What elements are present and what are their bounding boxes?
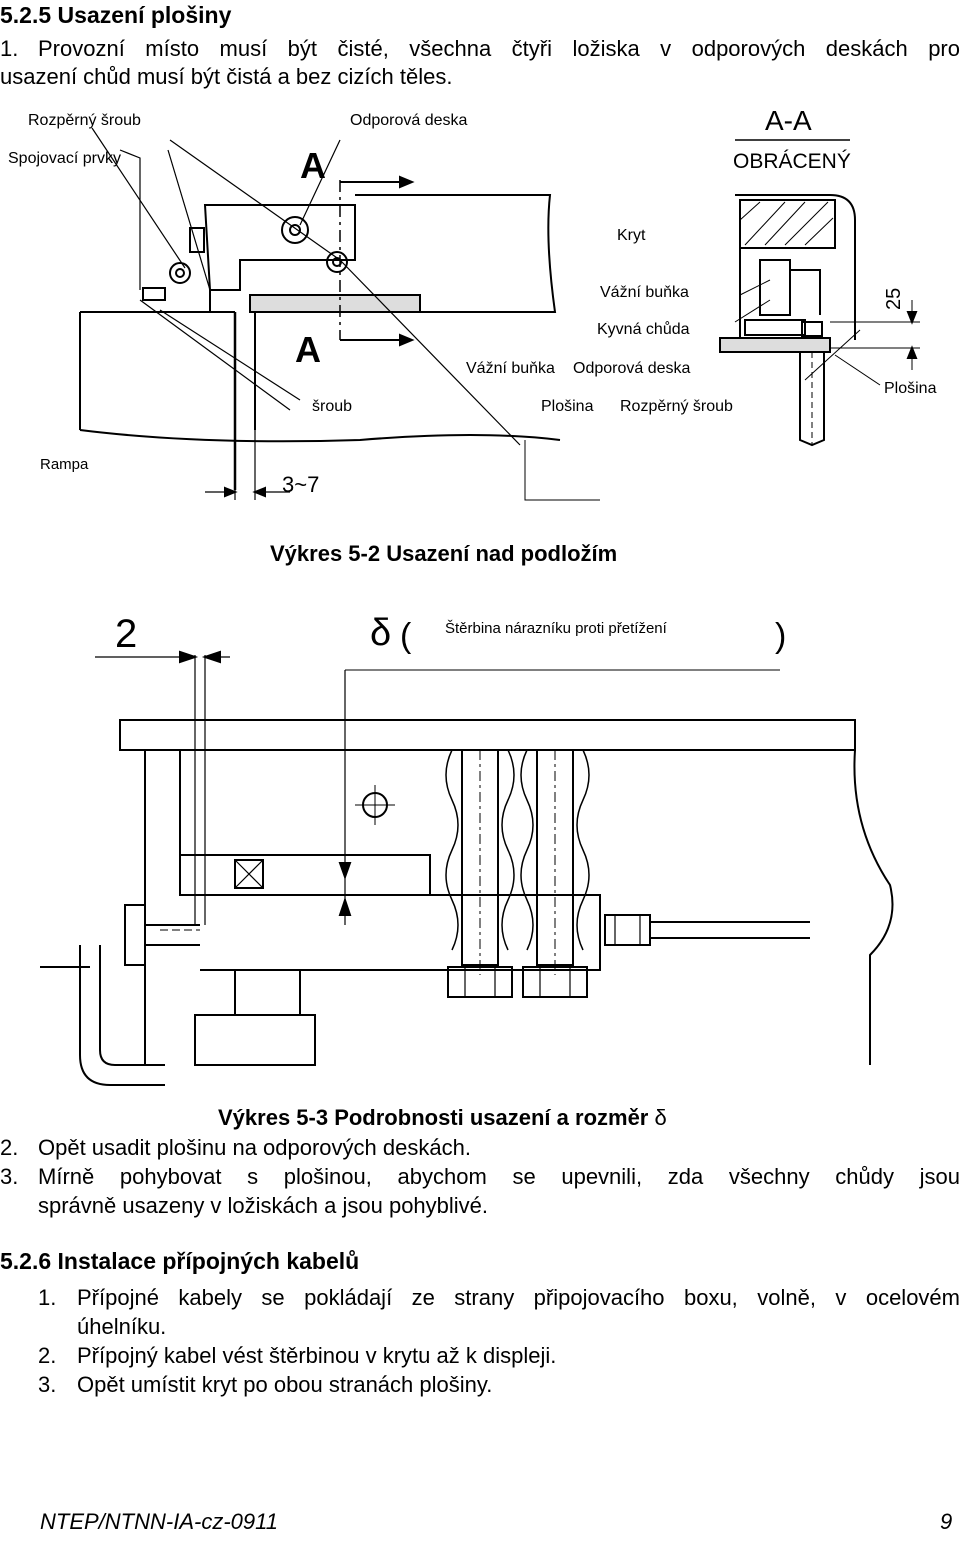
callout-label: šroub	[312, 398, 353, 415]
callout-label: Štěrbina nárazníku proti přetížení	[445, 620, 668, 637]
callout-label: Kryt	[617, 227, 646, 244]
callout-label: Vážní buňka	[600, 284, 689, 301]
figure-caption: Výkres 5-3 Podrobnosti usazení a rozměr …	[218, 1105, 667, 1131]
dimension-symbol: δ	[370, 612, 391, 654]
figure-caption-text: Výkres 5-3 Podrobnosti usazení a rozměr	[218, 1105, 655, 1130]
figure-5-3-drawing: 2 δ ( ) Štěrbina nárazníku proti přetíže…	[40, 612, 894, 1086]
list-item-text: Přípojné kabely se pokládají ze strany p…	[77, 1285, 960, 1310]
callout-label: Odporová deska	[573, 360, 691, 377]
list-item-text-continued: usazení chůd musí být čistá a bez cizích…	[0, 64, 453, 89]
list-item-text-continued: správně usazeny v ložiskách a jsou pohyb…	[38, 1193, 489, 1218]
callout-label: Rozpěrný šroub	[28, 112, 141, 129]
footer-doc-code: NTEP/NTNN-IA-cz-0911	[40, 1509, 278, 1534]
list-number: 3.	[38, 1372, 57, 1397]
list-item-text-continued: úhelníku.	[77, 1314, 167, 1339]
section-heading: 5.2.6 Instalace přípojných kabelů	[0, 1248, 360, 1274]
callout-label: Odporová deska	[350, 112, 468, 129]
dimension-label: 2	[115, 612, 137, 656]
section-marker-a: A	[295, 329, 321, 370]
callout-label: Vážní buňka	[466, 360, 555, 377]
delta-symbol: δ	[654, 1105, 667, 1130]
dimension-label: 3~7	[282, 472, 319, 497]
list-number: 2.	[38, 1343, 57, 1368]
section-view-subtitle: OBRÁCENÝ	[733, 150, 851, 173]
page-number: 9	[940, 1509, 953, 1534]
list-number: 2.	[0, 1135, 19, 1160]
figure-5-2-drawing: A A 3~7 25	[79, 127, 920, 501]
list-item-text: Opět usadit plošinu na odporových deskác…	[38, 1135, 471, 1160]
section-heading: 5.2.5 Usazení plošiny	[0, 2, 232, 28]
figure-caption: Výkres 5-2 Usazení nad podložím	[270, 541, 618, 566]
callout-label: Kyvná chůda	[597, 321, 690, 338]
section-marker-a: A	[300, 145, 326, 186]
callout-label: Rampa	[40, 456, 89, 473]
list-number: 3.	[0, 1164, 19, 1189]
list-item-text: Přípojný kabel vést štěrbinou v krytu až…	[77, 1343, 557, 1368]
list-item-text: Mírně pohybovat s plošinou, abychom se u…	[38, 1164, 960, 1189]
dimension-paren: )	[775, 617, 786, 655]
list-item-text: Provozní místo musí být čisté, všechna č…	[38, 36, 960, 61]
section-view-title: A-A	[765, 105, 812, 136]
callout-label: Rozpěrný šroub	[620, 398, 733, 415]
list-number: 1.	[0, 36, 19, 61]
dimension-label: 25	[883, 288, 905, 310]
callout-label: Plošina	[541, 398, 594, 415]
list-number: 1.	[38, 1285, 57, 1310]
callout-label: Spojovací prvky	[8, 150, 121, 167]
callout-label: Plošina	[884, 380, 937, 397]
list-item-text: Opět umístit kryt po obou stranách ploši…	[77, 1372, 493, 1397]
dimension-paren: (	[400, 617, 412, 655]
